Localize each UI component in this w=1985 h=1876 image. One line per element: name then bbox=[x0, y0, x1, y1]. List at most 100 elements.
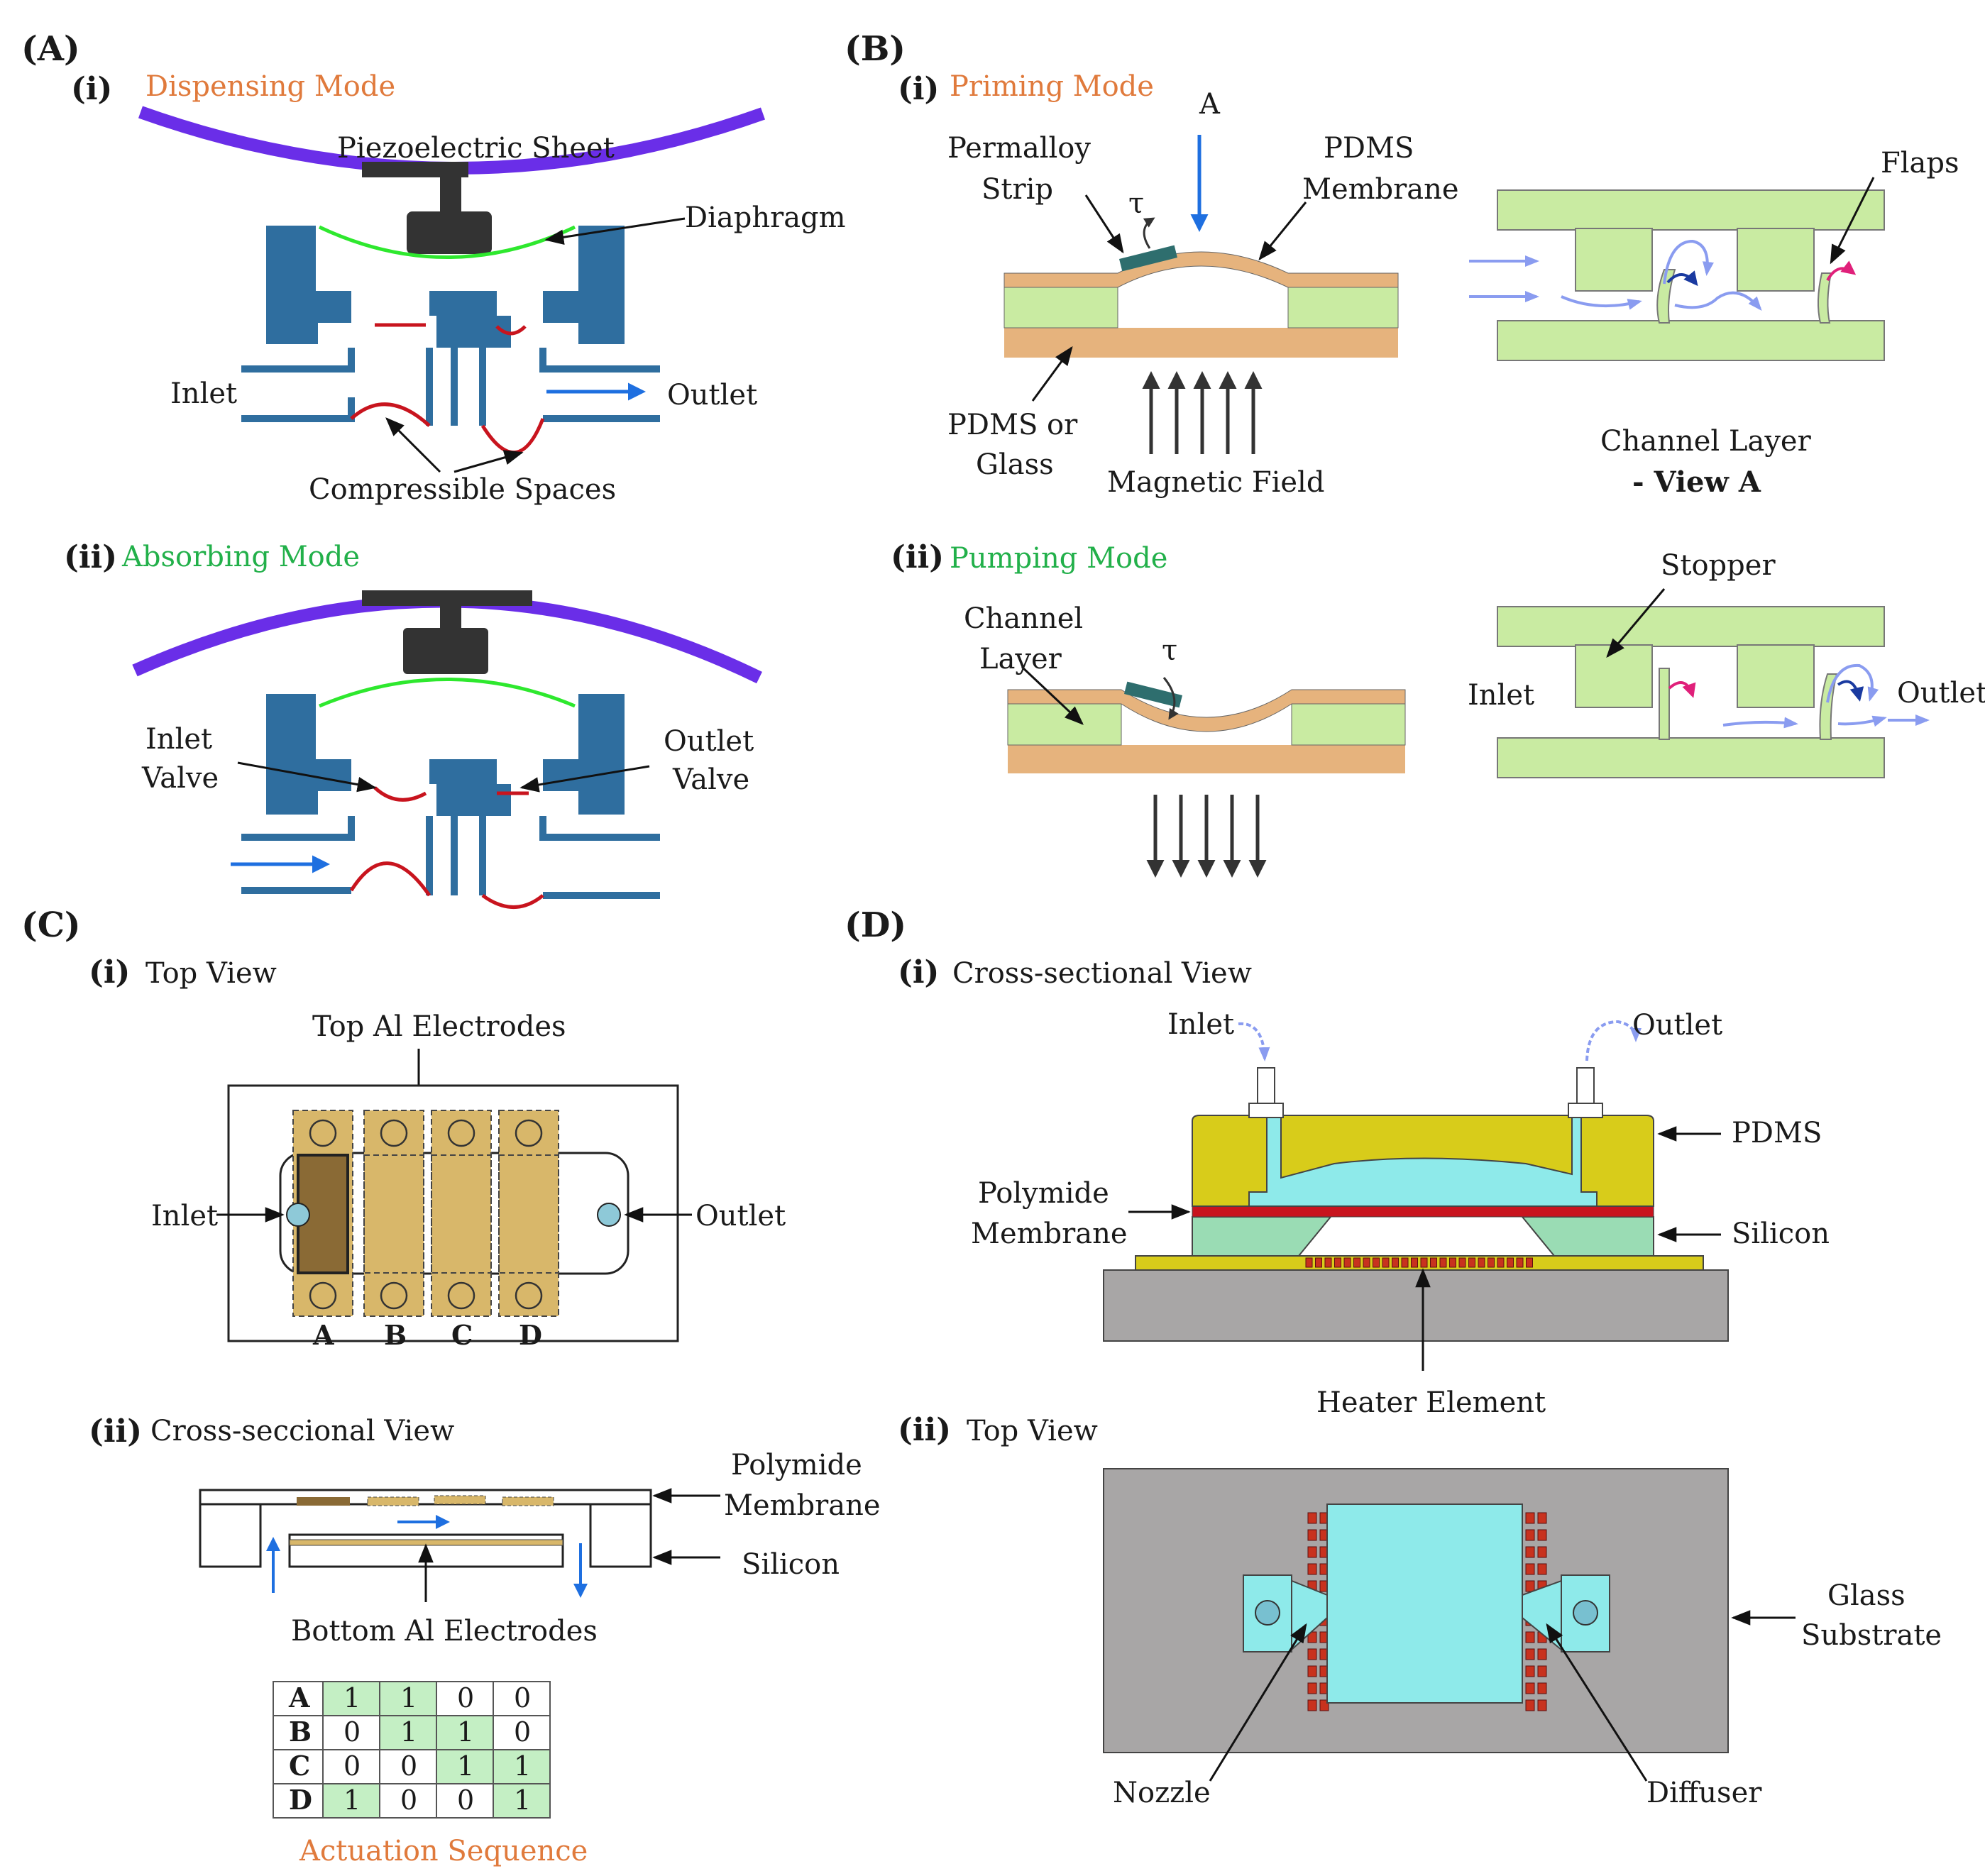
d-polymide-label-2: Membrane bbox=[971, 1218, 1128, 1250]
panel-d-ii-title: Top View bbox=[967, 1415, 1098, 1447]
table-cell-value: 1 bbox=[400, 1682, 417, 1714]
heater-square bbox=[1525, 1631, 1535, 1643]
compressible-space-right-2 bbox=[481, 893, 544, 909]
pdms-glass-base bbox=[1004, 328, 1398, 358]
panel-b-label: (B) bbox=[845, 29, 906, 69]
permalloy-label-1: Permalloy bbox=[947, 132, 1091, 165]
piezo-plunger bbox=[407, 211, 492, 254]
stopper-label: Stopper bbox=[1661, 549, 1776, 582]
outlet-channel-upper bbox=[539, 348, 660, 373]
absorbing-pump-diagram bbox=[132, 590, 762, 909]
table-cell bbox=[322, 1783, 380, 1819]
panel-d-i-title: Cross-sectional View bbox=[952, 957, 1252, 990]
electrode-label: B bbox=[384, 1319, 407, 1351]
electrode-b: B bbox=[363, 1110, 424, 1351]
table-row-header: C bbox=[289, 1750, 310, 1782]
compressible-space-left-2 bbox=[349, 861, 431, 897]
outlet-hole bbox=[1573, 1600, 1598, 1626]
flap-right bbox=[1817, 272, 1832, 324]
tau-label-1: τ bbox=[1128, 187, 1144, 220]
outlet-port bbox=[597, 1203, 621, 1227]
diaphragm-pointer bbox=[544, 217, 686, 245]
panel-a-ii-title: Absorbing Mode bbox=[121, 541, 360, 573]
pdms-membrane-label-2: Membrane bbox=[1302, 173, 1459, 206]
right-pump-block bbox=[543, 226, 625, 344]
table-cell-value: 0 bbox=[514, 1716, 531, 1748]
panel-a-ii-number: (ii) bbox=[64, 539, 117, 575]
electrode-d: D bbox=[498, 1110, 559, 1351]
heater-square bbox=[1324, 1257, 1332, 1268]
diaphragm-membrane bbox=[318, 225, 576, 259]
flap-right-2 bbox=[1819, 673, 1838, 740]
table-cell-value: 1 bbox=[343, 1682, 361, 1714]
compressible-label: Compressible Spaces bbox=[309, 473, 616, 506]
bottom-channel-wall-2 bbox=[1497, 737, 1885, 778]
heater-square bbox=[1488, 1257, 1495, 1268]
c-outlet-label: Outlet bbox=[695, 1200, 786, 1232]
panel-c-i-title: Top View bbox=[145, 957, 277, 990]
heater-square bbox=[1525, 1580, 1535, 1592]
table-cell-value: 1 bbox=[514, 1750, 531, 1782]
permalloy-label-2: Strip bbox=[981, 173, 1053, 206]
table-cell bbox=[493, 1783, 551, 1819]
heater-square bbox=[1525, 1546, 1535, 1558]
compressible-space-right bbox=[480, 418, 545, 455]
heater-square bbox=[1537, 1546, 1547, 1558]
heater-square bbox=[1516, 1257, 1524, 1268]
compressible-pointer-left bbox=[385, 417, 441, 473]
panel-a: (A) (i) Dispensing Mode P bbox=[21, 29, 846, 909]
panel-c-ii-title: Cross-seccional View bbox=[150, 1415, 454, 1447]
outlet-fitting-tube bbox=[1576, 1067, 1595, 1104]
d-polymide-label-1: Polymide bbox=[978, 1177, 1109, 1210]
silicon-right bbox=[589, 1503, 652, 1568]
flaps-label: Flaps bbox=[1881, 147, 1959, 180]
panel-b-ii-title: Pumping Mode bbox=[950, 542, 1167, 575]
heater-square bbox=[1537, 1529, 1547, 1541]
heater-square bbox=[1392, 1257, 1399, 1268]
table-cell-value: 1 bbox=[514, 1784, 531, 1816]
heater-square bbox=[1525, 1682, 1535, 1694]
stopper-pointer bbox=[1606, 588, 1666, 658]
magnetic-field-label: Magnetic Field bbox=[1107, 466, 1324, 499]
electrode-label: D bbox=[519, 1319, 542, 1351]
panel-d: (D) (i) Cross-sectional View Inlet Outle… bbox=[845, 905, 1942, 1809]
heater-square bbox=[1382, 1257, 1390, 1268]
panel-d-i-number: (i) bbox=[898, 954, 939, 991]
channel-layer-label-2: Layer bbox=[979, 643, 1062, 675]
actuation-label: Actuation Sequence bbox=[299, 1835, 588, 1867]
piezo-contact-pad-2 bbox=[362, 590, 532, 606]
table-cell-value: 1 bbox=[343, 1784, 361, 1816]
inlet-valve-open bbox=[373, 786, 427, 802]
magnetic-field-up-arrows bbox=[1142, 371, 1263, 454]
stopper-block-right-2 bbox=[1737, 644, 1815, 708]
channel-layer-label-1: Channel bbox=[964, 602, 1083, 635]
center-ports-2 bbox=[426, 816, 486, 895]
panel-a-label: (A) bbox=[21, 29, 80, 69]
table-row-header: B bbox=[289, 1716, 312, 1748]
outlet-valve-flap bbox=[495, 325, 527, 336]
heater-label: Heater Element bbox=[1316, 1386, 1546, 1419]
bottom-electrode-strip bbox=[289, 1539, 563, 1546]
heater-square bbox=[1307, 1682, 1317, 1694]
heater-square bbox=[1507, 1257, 1514, 1268]
top-channel-wall-2 bbox=[1497, 606, 1885, 647]
d-silicon-label: Silicon bbox=[1732, 1218, 1830, 1250]
channel-layer-left bbox=[1004, 287, 1118, 329]
d-outlet-flow bbox=[1585, 1020, 1642, 1061]
flap-left bbox=[1656, 269, 1676, 324]
heater-square bbox=[1315, 1257, 1322, 1268]
heater-square bbox=[1411, 1257, 1418, 1268]
table-cell bbox=[493, 1681, 551, 1716]
polymide-membrane-d bbox=[1192, 1205, 1654, 1218]
heater-square bbox=[1458, 1257, 1466, 1268]
stopper-block-right bbox=[1737, 228, 1815, 292]
outlet-valve-pointer bbox=[519, 765, 650, 793]
table-cell-value: 0 bbox=[514, 1682, 531, 1714]
pdms-glass-base-2 bbox=[1008, 745, 1405, 773]
left-pump-block bbox=[266, 226, 351, 344]
c-inlet-label: Inlet bbox=[151, 1200, 218, 1232]
panel-c-ii-number: (ii) bbox=[89, 1413, 142, 1450]
d-inlet-flow bbox=[1238, 1022, 1270, 1061]
